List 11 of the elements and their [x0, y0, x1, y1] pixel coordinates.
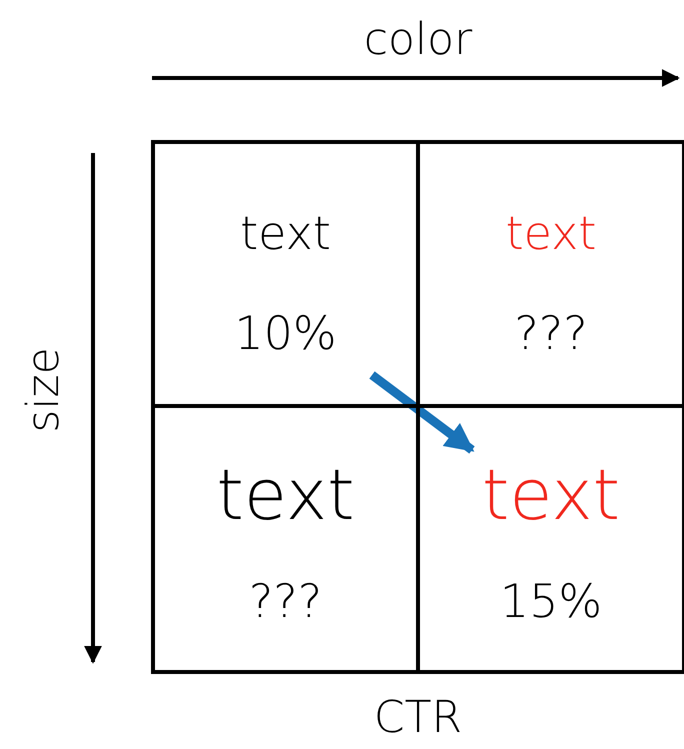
- ctr-value: ???: [248, 578, 322, 624]
- ctr-value: ???: [514, 310, 588, 356]
- ctr-value: 10%: [234, 310, 337, 356]
- sample-text: text: [482, 460, 620, 530]
- axis-label: size: [22, 347, 66, 433]
- axis-label: CTR: [374, 696, 462, 740]
- sample-text: text: [506, 210, 596, 256]
- sample-text: text: [240, 210, 331, 256]
- axis-label: color: [364, 18, 472, 62]
- sample-text: text: [216, 460, 355, 530]
- ctr-value: 15%: [500, 578, 602, 624]
